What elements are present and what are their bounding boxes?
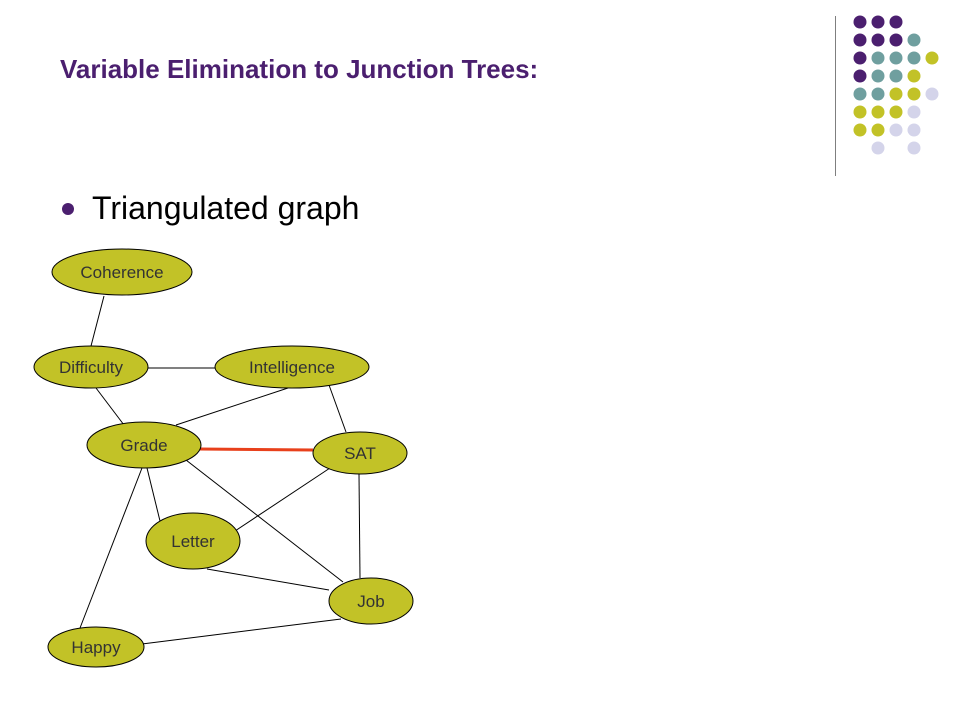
node-coherence-label: Coherence: [80, 263, 163, 282]
node-job-shape: [328, 577, 414, 625]
slide-title: Variable Elimination to Junction Trees:: [60, 54, 539, 84]
decorative-dot: [889, 69, 903, 83]
node-coherence-shape: [51, 248, 193, 296]
edge-grade-job: [185, 459, 344, 583]
node-sat: SAT: [312, 431, 408, 475]
node-letter: Letter: [145, 512, 241, 570]
node-job-label: Job: [357, 592, 384, 611]
node-intelligence-label: Intelligence: [249, 358, 335, 377]
decorative-dot-grid: [853, 15, 939, 155]
decorative-divider: [835, 16, 836, 176]
edge-grade-letter: [146, 467, 161, 522]
decorative-dot: [907, 33, 921, 47]
node-difficulty-label: Difficulty: [59, 358, 123, 377]
edge-letter-job: [206, 568, 330, 591]
decorative-dot: [871, 123, 885, 137]
decorative-dot: [853, 51, 867, 65]
decorative-dot: [907, 69, 921, 83]
decorative-dot: [889, 51, 903, 65]
decorative-dot: [889, 105, 903, 119]
bullet-text: Triangulated graph: [92, 190, 360, 226]
decorative-dot: [871, 87, 885, 101]
edge-difficulty-grade: [95, 387, 125, 426]
edge-intelligence-grade: [175, 387, 289, 426]
decorative-dot: [889, 123, 903, 137]
decorative-dot: [853, 87, 867, 101]
bullet-item: Triangulated graph: [62, 190, 359, 227]
edge-job-happy: [141, 618, 342, 645]
decorative-dot: [871, 33, 885, 47]
edge-intelligence-sat: [328, 384, 347, 433]
decorative-dot: [853, 105, 867, 119]
node-intelligence-shape: [214, 345, 370, 389]
edge-coherence-difficulty: [90, 295, 105, 347]
decorative-dot: [925, 51, 939, 65]
node-letter-label: Letter: [171, 532, 215, 551]
decorative-dot: [871, 69, 885, 83]
decorative-dot: [907, 51, 921, 65]
node-happy: Happy: [47, 626, 145, 668]
decorative-dot: [853, 15, 867, 29]
node-grade: Grade: [86, 421, 202, 469]
decorative-dot: [889, 87, 903, 101]
decorative-dot: [853, 69, 867, 83]
edge-grade-happy: [79, 467, 143, 629]
decorative-dot: [871, 51, 885, 65]
decorative-dot: [853, 123, 867, 137]
node-difficulty-shape: [33, 345, 149, 389]
decorative-dot: [907, 123, 921, 137]
node-grade-label: Grade: [120, 436, 167, 455]
decorative-dot: [871, 141, 885, 155]
decorative-dot: [925, 87, 939, 101]
decorative-dot: [889, 15, 903, 29]
edge-sat-letter: [231, 467, 331, 534]
decorative-dot: [889, 33, 903, 47]
node-difficulty: Difficulty: [33, 345, 149, 389]
node-happy-label: Happy: [71, 638, 121, 657]
decorative-dot: [907, 141, 921, 155]
edge-grade-sat-highlighted: [198, 447, 314, 452]
node-sat-shape: [312, 431, 408, 475]
decorative-dot: [853, 33, 867, 47]
decorative-dot: [907, 105, 921, 119]
decorative-dot: [907, 87, 921, 101]
node-happy-shape: [47, 626, 145, 668]
node-coherence: Coherence: [51, 248, 193, 296]
node-grade-shape: [86, 421, 202, 469]
bullet-dot-icon: [62, 202, 74, 215]
decorative-dot: [871, 105, 885, 119]
node-sat-label: SAT: [344, 444, 376, 463]
decorative-dot: [871, 15, 885, 29]
node-job: Job: [328, 577, 414, 625]
node-intelligence: Intelligence: [214, 345, 370, 389]
edge-sat-job: [358, 473, 361, 579]
node-letter-shape: [145, 512, 241, 570]
